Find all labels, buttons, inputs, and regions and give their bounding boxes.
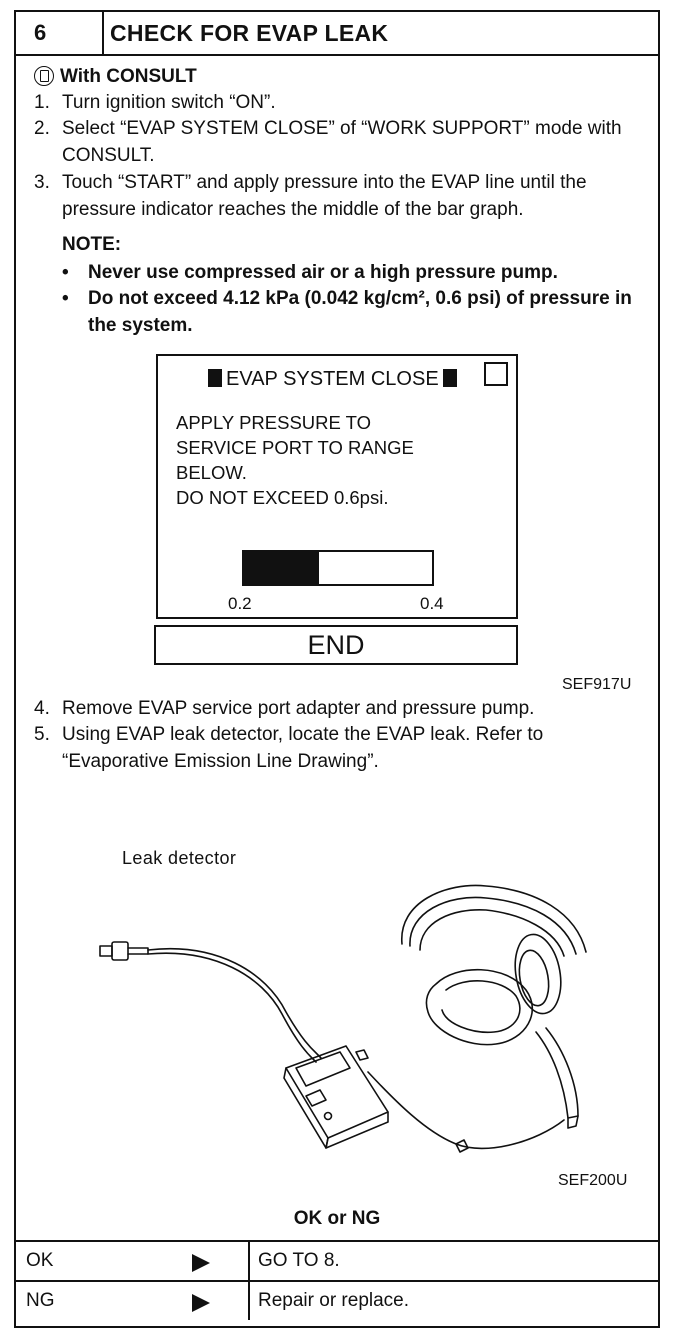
detector-unit-icon: [283, 1045, 389, 1149]
step-3: 3. Touch “START” and apply pressure into…: [34, 170, 654, 223]
result-status: NG: [26, 1290, 55, 1311]
result-title: OK or NG: [293, 1208, 381, 1229]
step-3-number: 3.: [34, 172, 50, 193]
procedure-card: 6 CHECK FOR EVAP LEAK With CONSULT 1. Tu…: [14, 10, 660, 1328]
leak-detector-illustration: [99, 884, 587, 1153]
arrow-right-icon: [192, 1294, 210, 1312]
step-2-text: Select “EVAP SYSTEM CLOSE” of “WORK SUPP…: [62, 118, 622, 166]
screen-title: EVAP SYSTEM CLOSE: [204, 368, 461, 391]
step-1-number: 1.: [34, 92, 50, 113]
procedure-title: CHECK FOR EVAP LEAK: [110, 20, 389, 46]
step-2-number: 2.: [34, 118, 50, 139]
result-row-ok: OK GO TO 8.: [16, 1242, 658, 1282]
block-marker: [208, 369, 222, 387]
figure-code-detector: SEF200U: [558, 1172, 628, 1189]
headphones-icon: [401, 884, 587, 1129]
step-5: 5. Using EVAP leak detector, locate the …: [34, 722, 574, 775]
block-marker: [442, 369, 457, 387]
pressure-bar-fill: [244, 552, 320, 584]
note-item-1: • Never use compressed air or a high pre…: [62, 260, 652, 287]
bullet-dot: •: [62, 288, 69, 309]
step-number: 6: [16, 12, 104, 54]
consult-screen: EVAP SYSTEM CLOSE APPLY PRESSURE TO SERV…: [156, 354, 518, 619]
note-item-2: • Do not exceed 4.12 kPa (0.042 kg/cm², …: [62, 286, 652, 339]
bullet-dot: •: [62, 262, 69, 283]
result-status: OK: [26, 1250, 54, 1271]
note-item-2-text: Do not exceed 4.12 kPa (0.042 kg/cm², 0.…: [88, 288, 632, 336]
bar-min-label: 0.2: [228, 594, 252, 613]
screen-line: SERVICE PORT TO RANGE: [176, 437, 414, 458]
screen-title-text: EVAP SYSTEM CLOSE: [226, 368, 439, 390]
result-row-ng: NG Repair or replace.: [16, 1282, 658, 1322]
arrow-right-icon: [192, 1254, 210, 1272]
screen-checkbox: [484, 362, 508, 386]
figure-code-screen: SEF917U: [562, 676, 632, 693]
step-1: 1. Turn ignition switch “ON”.: [34, 90, 654, 117]
probe-tip-icon: [99, 941, 149, 961]
step-3-text: Touch “START” and apply pressure into th…: [62, 172, 587, 220]
step-2: 2. Select “EVAP SYSTEM CLOSE” of “WORK S…: [34, 116, 654, 169]
screen-line: DO NOT EXCEED 0.6psi.: [176, 487, 389, 508]
leak-detector-label: Leak detector: [122, 848, 237, 868]
step-5-text: Using EVAP leak detector, locate the EVA…: [62, 724, 544, 772]
step-4: 4. Remove EVAP service port adapter and …: [34, 696, 654, 723]
step-1-text: Turn ignition switch “ON”.: [62, 92, 276, 113]
consult-heading: With CONSULT: [34, 64, 197, 91]
result-table: OK GO TO 8. NG Repair or replace.: [16, 1240, 658, 1322]
result-action[interactable]: GO TO 8.: [248, 1242, 340, 1280]
step-5-number: 5.: [34, 724, 50, 745]
consult-label: With CONSULT: [60, 66, 197, 87]
screen-line: APPLY PRESSURE TO: [176, 412, 372, 433]
bar-max-label: 0.4: [420, 594, 444, 613]
procedure-header: 6 CHECK FOR EVAP LEAK: [16, 12, 658, 56]
step-4-text: Remove EVAP service port adapter and pre…: [62, 698, 535, 719]
step-4-number: 4.: [34, 698, 50, 719]
end-button[interactable]: END: [154, 625, 518, 665]
pressure-bar-graph: [242, 550, 434, 586]
consult-icon: [34, 66, 54, 86]
note-label: NOTE:: [62, 234, 122, 255]
screen-line: BELOW.: [176, 462, 247, 483]
note-item-1-text: Never use compressed air or a high press…: [88, 262, 558, 283]
result-action: Repair or replace.: [248, 1282, 409, 1320]
screen-message: APPLY PRESSURE TO SERVICE PORT TO RANGE …: [176, 410, 414, 510]
